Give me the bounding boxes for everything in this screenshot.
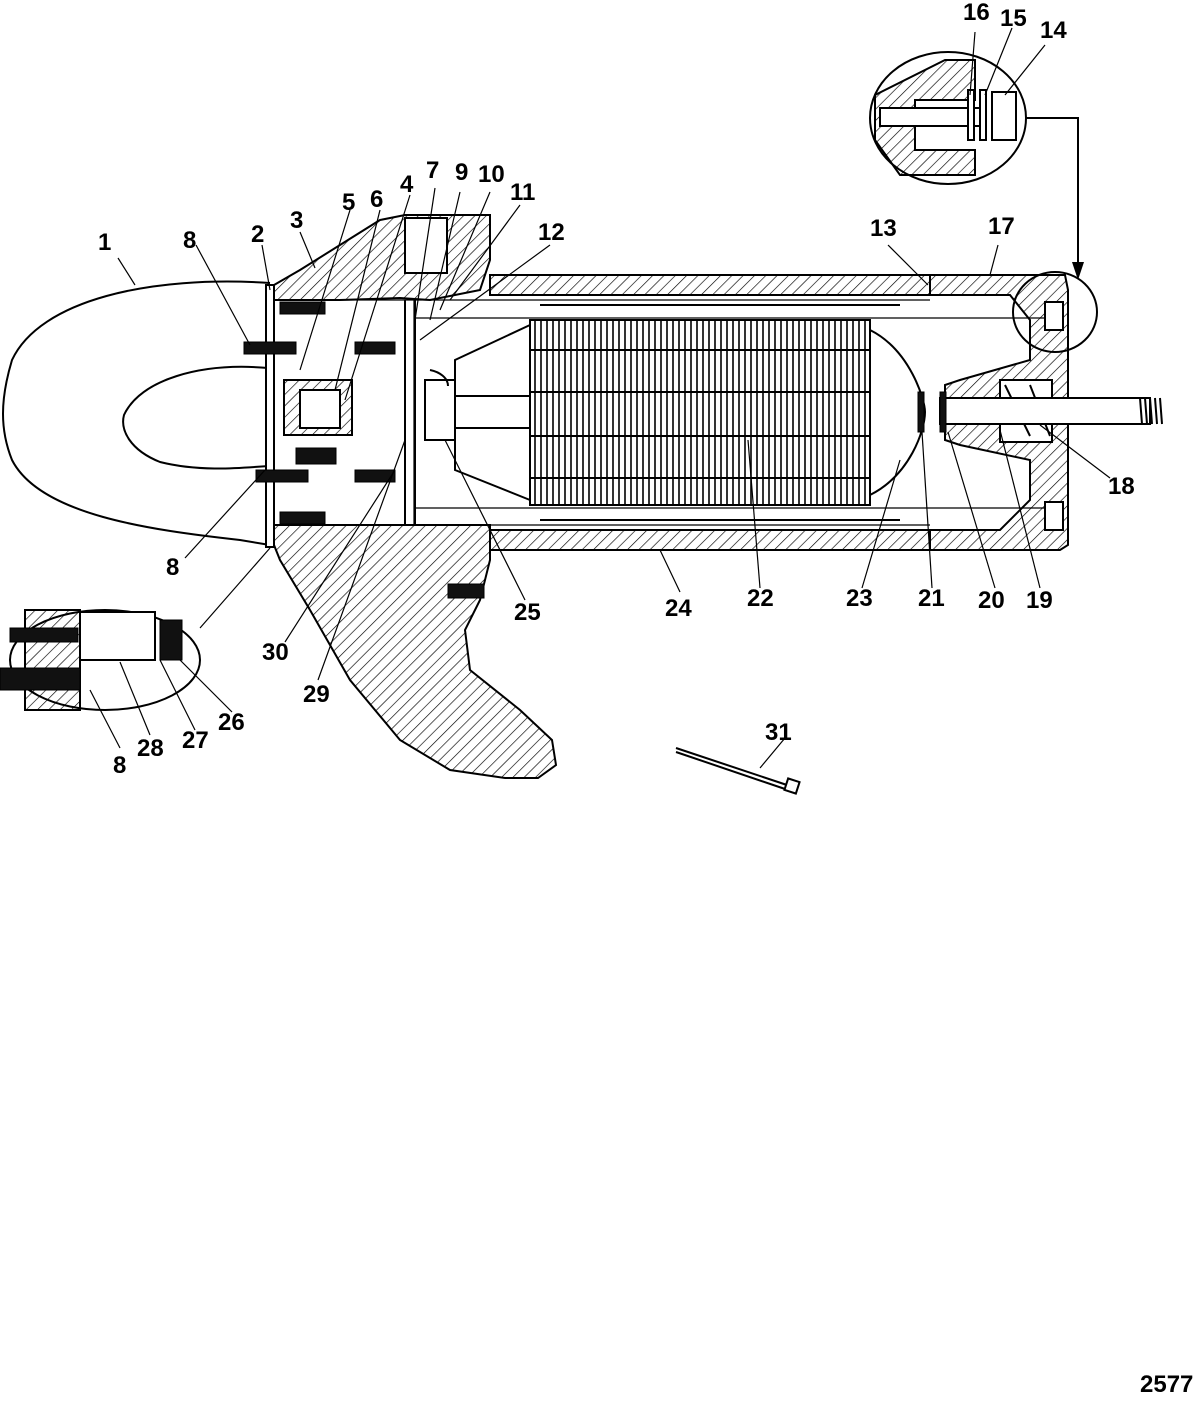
callout-28: 28 xyxy=(137,735,164,762)
callout-3: 3 xyxy=(290,207,303,234)
fin-screw xyxy=(447,583,485,599)
front-screw-top xyxy=(279,301,326,315)
callout-5: 5 xyxy=(342,189,355,216)
callout-8-detail: 8 xyxy=(113,752,126,779)
brush-holder-core xyxy=(299,389,341,429)
front-end-plate xyxy=(265,284,275,548)
callout-29: 29 xyxy=(303,681,330,708)
detail-bolt-hatch xyxy=(874,59,976,176)
detail-washer-15 xyxy=(979,89,987,141)
shaft-thread xyxy=(1139,397,1163,425)
callout-16: 16 xyxy=(963,0,990,26)
spacer-washer xyxy=(939,391,947,433)
cable-tie-2 xyxy=(675,751,789,791)
cable-tie xyxy=(675,747,791,787)
wire-port xyxy=(404,217,448,274)
callout-30: 30 xyxy=(262,639,289,666)
callout-15: 15 xyxy=(1000,5,1027,32)
detail-seal-block xyxy=(24,609,81,711)
callout-24: 24 xyxy=(665,595,692,622)
upper-housing xyxy=(273,214,491,302)
callout-8-top: 8 xyxy=(183,227,196,254)
callout-6: 6 xyxy=(370,186,383,213)
commutator xyxy=(424,379,456,441)
detail-seal-bolt xyxy=(9,627,79,643)
callout-31: 31 xyxy=(765,719,792,746)
brush-lead xyxy=(429,369,449,387)
callout-22: 22 xyxy=(747,585,774,612)
callout-4: 4 xyxy=(400,171,414,198)
detail-arrow-head xyxy=(1072,262,1084,280)
callout-14: 14 xyxy=(1040,17,1067,44)
rear-bolt-head-top xyxy=(1044,301,1064,331)
callout-12: 12 xyxy=(538,219,565,246)
callout-9: 9 xyxy=(455,159,468,186)
leader-lines xyxy=(89,27,1111,769)
detail-seal-body xyxy=(79,611,156,661)
callout-19: 19 xyxy=(1026,587,1053,614)
front-screw-bottom xyxy=(279,511,326,525)
spring-lower xyxy=(354,469,396,483)
callout-11: 11 xyxy=(510,179,535,206)
callout-18: 18 xyxy=(1108,473,1135,500)
callout-13: 13 xyxy=(870,215,897,242)
detail-seal-leader xyxy=(199,547,271,629)
spring-center xyxy=(295,447,337,465)
spring-upper xyxy=(354,341,396,355)
detail-washer-16 xyxy=(967,89,975,141)
shaft xyxy=(454,395,531,429)
callout-7: 7 xyxy=(426,157,439,184)
detail-target-circle xyxy=(1012,271,1098,353)
detail-seal-thread xyxy=(0,667,81,691)
callout-27: 27 xyxy=(182,727,209,754)
callout-21: 21 xyxy=(918,585,945,612)
detail-bolt-shank xyxy=(879,107,981,127)
callout-17: 17 xyxy=(988,213,1015,240)
callout-2: 2 xyxy=(251,221,264,248)
figure-number: 2577 xyxy=(1140,1371,1193,1398)
nose-cone-inner xyxy=(122,365,269,470)
output-shaft xyxy=(939,397,1151,425)
rear-bolt-head-bottom xyxy=(1044,501,1064,531)
callout-26: 26 xyxy=(218,709,245,736)
callout-10: 10 xyxy=(478,161,505,188)
armature-end-dome xyxy=(869,329,927,496)
lower-housing-fin xyxy=(273,524,558,779)
detail-bolt-head-14 xyxy=(991,91,1017,141)
nose-cone-outline xyxy=(2,280,271,546)
detail-seal-circle xyxy=(9,609,201,711)
callout-23: 23 xyxy=(846,585,873,612)
callout-20: 20 xyxy=(978,587,1005,614)
thrust-washer xyxy=(917,391,925,433)
callout-25: 25 xyxy=(514,599,541,626)
callout-1: 1 xyxy=(98,229,111,256)
mount-bolt-lower xyxy=(255,469,309,483)
callout-8-mid: 8 xyxy=(166,554,179,581)
detail-seal-cap xyxy=(159,619,183,661)
motor-tube-top-wall xyxy=(489,274,931,296)
detail-arrow xyxy=(1026,117,1079,270)
mount-bolt-upper xyxy=(243,341,297,355)
cable-tie-head xyxy=(783,777,801,795)
motor-tube-bottom-wall xyxy=(489,529,931,551)
